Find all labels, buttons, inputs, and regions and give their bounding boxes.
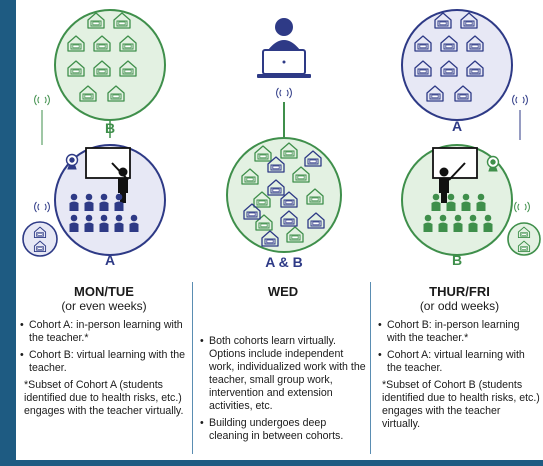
wifi-icon	[276, 87, 292, 99]
column-title: WED	[267, 284, 299, 299]
bottom-edge-bar	[16, 460, 543, 466]
circle-label: A & B	[265, 254, 303, 270]
virtual-subset-circle	[22, 221, 58, 257]
column-divider	[370, 282, 371, 454]
teacher-laptop-icon	[268, 18, 300, 50]
column-bullet: Cohort A: in-person learning with the te…	[20, 319, 188, 345]
teacher-icon	[439, 162, 466, 203]
column-bullet: Building undergoes deep cleaning in betw…	[200, 417, 366, 443]
column-bullet: Cohort B: in-person learning with the te…	[378, 319, 541, 345]
whiteboard-icon	[432, 147, 478, 179]
circle-label: A	[105, 252, 115, 268]
right-group: A B	[401, 9, 541, 268]
wifi-icon	[34, 94, 50, 106]
left-group: B A	[22, 9, 166, 268]
column-title: THUR/FRI	[429, 284, 490, 299]
schedule-column-thur-fri: THUR/FRI (or odd weeks) Cohort B: in-per…	[378, 284, 541, 460]
column-bullet: Cohort A: virtual learning with the teac…	[378, 349, 541, 375]
circle-label: B	[105, 120, 115, 136]
column-subtitle: (or even weeks)	[61, 299, 147, 313]
column-subtitle: (or odd weeks)	[419, 299, 500, 313]
circle-label: A	[452, 118, 462, 134]
column-bullet: Cohort B: virtual learning with the teac…	[20, 349, 188, 375]
column-divider	[192, 282, 193, 454]
schedule-column-wed: WED Both cohorts learn virtually. Option…	[200, 284, 366, 460]
center-group: A & B	[226, 18, 342, 270]
column-footnote: *Subset of Cohort B (students identified…	[382, 379, 540, 430]
cohort-diagram: B A	[22, 9, 541, 270]
column-footnote: *Subset of Cohort A (students identified…	[24, 379, 184, 417]
circle-label: B	[452, 252, 462, 268]
column-subtitle	[200, 299, 366, 329]
wifi-icon	[512, 94, 528, 106]
wifi-icon	[514, 201, 530, 213]
left-edge-bar	[0, 0, 16, 466]
column-title: MON/TUE	[74, 284, 134, 299]
column-bullet: Both cohorts learn virtually. Options in…	[200, 335, 366, 413]
wifi-icon	[34, 201, 50, 213]
cohort-a-virtual-circle	[401, 9, 513, 121]
virtual-subset-circle	[507, 222, 541, 256]
schedule-column-mon-tue: MON/TUE (or even weeks) Cohort A: in-per…	[20, 284, 188, 460]
